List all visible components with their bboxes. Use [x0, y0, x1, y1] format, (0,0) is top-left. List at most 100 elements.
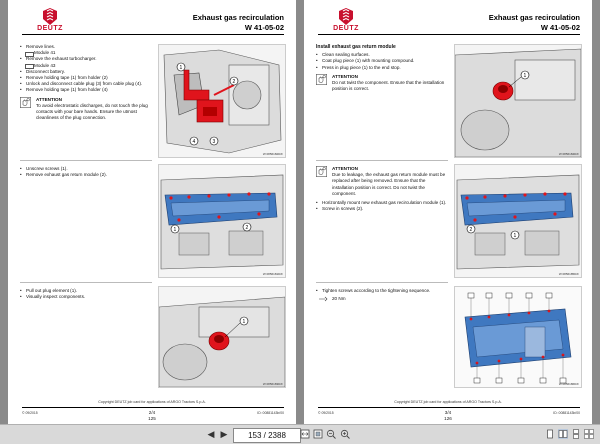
- egr-module-removal-illustration: 1 2: [159, 165, 285, 277]
- logo-text: DEUTZ: [333, 25, 359, 32]
- instruction-item: Clean sealing surfaces.: [316, 52, 448, 58]
- scroll-icon[interactable]: [571, 429, 581, 439]
- attention-note: ATTENTION To avoid electrostatic dischar…: [20, 97, 152, 122]
- plug-piece-install-illustration: 1: [455, 45, 581, 157]
- instruction-item: Remove exhaust gas return module (2).: [20, 172, 152, 178]
- plug-element-illustration: 1: [159, 287, 285, 387]
- section-divider: [316, 160, 448, 161]
- header-divider: [22, 34, 284, 35]
- zoom-in-icon[interactable]: [340, 429, 350, 439]
- section-divider: [20, 282, 152, 283]
- figure-2: 2 1 W 0856185D/F: [454, 164, 582, 278]
- attention-title: ATTENTION: [332, 73, 358, 79]
- svg-text:2: 2: [470, 227, 473, 233]
- page-fraction: 3/4: [444, 410, 452, 416]
- deutz-logo: DEUTZ: [28, 8, 72, 34]
- attention-note: ATTENTION Do not twist the component. En…: [316, 74, 448, 93]
- pdf-toolbar: ◀ ▶: [0, 424, 600, 444]
- page-number-block: 2/4 125: [8, 410, 296, 421]
- instruction-item: Remove holding tape (1) from holder (2): [20, 75, 152, 81]
- page-fraction: 2/4: [148, 410, 156, 416]
- instruction-item: Visually inspect components.: [20, 294, 152, 300]
- figure-code: W 0856181D/F: [262, 272, 283, 276]
- instruction-block-3: Pull out plug element (1). Visually insp…: [20, 288, 152, 301]
- page-title: Exhaust gas recirculation: [488, 13, 580, 22]
- two-page-scroll-icon[interactable]: [584, 429, 594, 439]
- instruction-item: Pull out plug element (1).: [20, 288, 152, 294]
- svg-text:1: 1: [514, 233, 517, 239]
- torque-value: 20 Nm: [332, 296, 346, 302]
- deutz-logo-icon: [339, 8, 353, 25]
- figure-1: 1 2 3 4 W 0856182D/F: [158, 44, 286, 158]
- prev-page-icon[interactable]: ◀: [207, 429, 215, 439]
- svg-text:4: 4: [193, 139, 196, 145]
- svg-text:1: 1: [524, 73, 527, 79]
- fit-page-icon[interactable]: [313, 429, 323, 439]
- deutz-logo-icon: [43, 8, 57, 25]
- attention-note: ATTENTION Due to leakage, the exhaust ga…: [316, 166, 448, 197]
- instruction-item: Coat plug piece (1) with mounting compou…: [316, 58, 448, 64]
- page-number-block: 3/4 126: [304, 410, 592, 421]
- instruction-item: Tighten screws according to the tighteni…: [316, 288, 448, 294]
- page-number: 125: [148, 415, 156, 421]
- figure-3: 1 W 0856183D/F: [158, 286, 286, 388]
- hand-warning-icon: [316, 73, 327, 85]
- tightening-sequence-illustration: [455, 287, 581, 387]
- single-page-icon[interactable]: [545, 429, 555, 439]
- torque-spec: 20 Nm: [316, 296, 448, 302]
- attention-text: Do not twist the component. Ensure that …: [332, 80, 445, 92]
- svg-text:3: 3: [213, 139, 216, 145]
- instruction-block-2: ATTENTION Due to leakage, the exhaust ga…: [316, 166, 448, 213]
- instruction-item: Remove the exhaust turbocharger.: [20, 56, 152, 62]
- instruction-block-1: Remove lines. Module 41 Remove the exhau…: [20, 44, 152, 121]
- figure-code: W 0856182D/F: [262, 152, 283, 156]
- next-page-icon[interactable]: ▶: [220, 429, 228, 439]
- deutz-logo: DEUTZ: [324, 8, 368, 34]
- figure-2: 1 2 W 0856181D/F: [158, 164, 286, 278]
- two-page-icon[interactable]: [558, 429, 568, 439]
- instruction-item: Remove holding tape (1) from holder (4): [20, 87, 152, 93]
- figure-1: 1 W 0856184D/F: [454, 44, 582, 158]
- page-number-input[interactable]: [233, 428, 301, 443]
- instruction-item: Disconnect battery.: [20, 69, 152, 75]
- instruction-block-1: Install exhaust gas return module Clean …: [316, 44, 448, 92]
- section-heading: Install exhaust gas return module: [316, 44, 396, 50]
- section-divider: [20, 160, 152, 161]
- instruction-item: Screw in screws (2).: [316, 206, 448, 212]
- svg-text:1: 1: [243, 319, 246, 325]
- footer-id: ID: 00881143b/00: [257, 411, 284, 415]
- instruction-item: Remove lines.: [20, 44, 152, 50]
- zoom-out-icon[interactable]: [326, 429, 336, 439]
- svg-text:1: 1: [174, 227, 177, 233]
- svg-text:2: 2: [246, 225, 249, 231]
- attention-text: To avoid electrostatic discharges, do no…: [36, 102, 148, 121]
- figure-3: W 0856186D/F: [454, 286, 582, 388]
- footer-divider: [22, 407, 284, 408]
- instruction-block-3: Tighten screws according to the tighteni…: [316, 288, 448, 302]
- figure-code: W 0856183D/F: [262, 382, 283, 386]
- fit-width-icon[interactable]: [300, 429, 310, 439]
- page-title: Exhaust gas recirculation: [192, 13, 284, 22]
- svg-text:2: 2: [233, 79, 236, 85]
- attention-text: Due to leakage, the exhaust gas return m…: [332, 172, 446, 196]
- figure-code: W 0856185D/F: [558, 272, 579, 276]
- torque-wrench-icon: [319, 296, 328, 302]
- hand-warning-icon: [20, 96, 31, 108]
- engine-plug-illustration: 1 2 3 4: [159, 45, 285, 157]
- logo-text: DEUTZ: [37, 25, 63, 32]
- instruction-item: Horizontally mount new exhaust gas recir…: [316, 200, 448, 206]
- figure-code: W 0856184D/F: [558, 152, 579, 156]
- footer-copyright: Copyright DEUTZ job card for application…: [394, 400, 502, 404]
- footer-date: © 09/2015: [318, 411, 334, 415]
- section-divider: [316, 282, 448, 283]
- left-page: DEUTZ Exhaust gas recirculation W 41-05-…: [8, 0, 296, 424]
- instruction-item: Press in plug piece (1) to the end stop.: [316, 65, 448, 71]
- instruction-item: Unlock and disconnect cable plug (3) fro…: [20, 81, 152, 87]
- page-code: W 41-05-02: [244, 23, 284, 32]
- right-page: DEUTZ Exhaust gas recirculation W 41-05-…: [304, 0, 592, 424]
- page-number: 126: [444, 415, 452, 421]
- figure-code: W 0856186D/F: [558, 382, 579, 386]
- instruction-block-2: Unscrew screws (1). Remove exhaust gas r…: [20, 166, 152, 179]
- egr-module-install-illustration: 2 1: [455, 165, 581, 277]
- footer-id: ID: 00881143b/00: [553, 411, 580, 415]
